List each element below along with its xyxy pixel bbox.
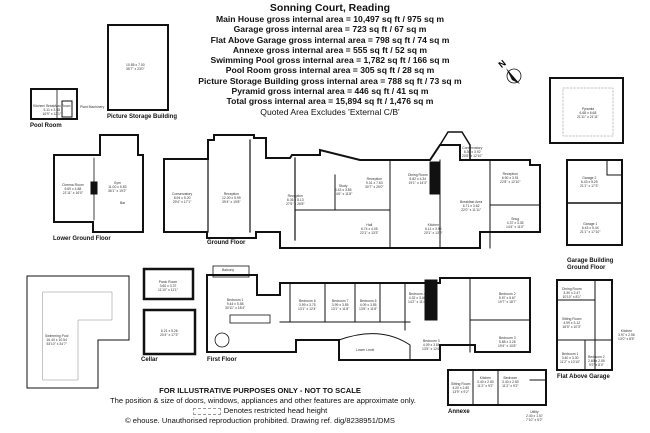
caption-cellar: Cellar (141, 357, 158, 363)
disclaimer: FOR ILLUSTRATIVE PURPOSES ONLY - NOT TO … (159, 386, 361, 395)
legend-restricted-head-height: Denotes restricted head height (110, 406, 410, 416)
area-line-pool-room: Pool Room gross internal area = 305 sq f… (225, 65, 435, 76)
pool-room-outline (30, 88, 78, 120)
area-line-flat: Flat Above Garage gross internal area = … (210, 34, 450, 45)
area-line-garage: Garage gross internal area = 723 sq ft /… (233, 24, 427, 35)
caption-annexe: Annexe (448, 409, 470, 415)
svg-text:N: N (496, 58, 507, 70)
room-plant-machinery: Plant Machinery (80, 105, 105, 109)
first-floor-outline (206, 274, 531, 361)
footer-notes: FOR ILLUSTRATIVE PURPOSES ONLY - NOT TO … (110, 386, 416, 426)
cellar-outline (142, 308, 197, 356)
area-line-pyramid: Pyramid gross internal area = 446 sq ft … (231, 86, 429, 97)
north-arrow-icon: N (496, 58, 522, 84)
dashed-line-icon (192, 407, 221, 415)
picture-storage-building-outline (107, 24, 169, 111)
swimming-pool-outline (26, 275, 130, 389)
caption-garage-building: Garage Building (567, 258, 614, 264)
area-summary-header: Sonning Court, Reading Main House gross … (180, 2, 480, 117)
ground-floor-outline (163, 134, 541, 249)
caption-first-floor: First Floor (207, 357, 237, 363)
caption-flat-above-garage: Flat Above Garage (557, 374, 610, 380)
position-note: The position & size of doors, windows, a… (110, 396, 416, 405)
copyright: © ehouse. Unauthorised reproduction proh… (125, 416, 395, 425)
caption-garage-ground-floor: Ground Floor (567, 265, 606, 271)
area-line-total: Total gross internal area = 15,894 sq ft… (226, 96, 434, 107)
area-line-picture-storage: Picture Storage Building gross internal … (198, 75, 462, 86)
annexe-outline (447, 369, 547, 406)
property-title: Sonning Court, Reading (269, 2, 391, 14)
area-line-pool: Swimming Pool gross internal area = 1,78… (210, 55, 450, 66)
lower-ground-floor-outline (53, 134, 144, 233)
caption-ground-floor: Ground Floor (207, 240, 246, 246)
caption-lower-ground: Lower Ground Floor (53, 236, 111, 242)
caption-picture-storage: Picture Storage Building (107, 114, 178, 120)
area-exclusion-note: Quoted Area Excludes 'External C/B' (260, 106, 400, 117)
panic-room-outline (142, 267, 195, 301)
room-balcony: Balcony (222, 268, 235, 272)
pyramid-outline (549, 77, 624, 144)
room-lower-level: Lower Level (356, 348, 375, 352)
caption-pool-room: Pool Room (30, 123, 62, 129)
room-bar: Bar (120, 201, 126, 205)
area-line-annexe: Annexe gross internal area = 555 sq ft /… (232, 44, 428, 55)
area-line-main-house: Main House gross internal area = 10,497 … (215, 14, 445, 24)
